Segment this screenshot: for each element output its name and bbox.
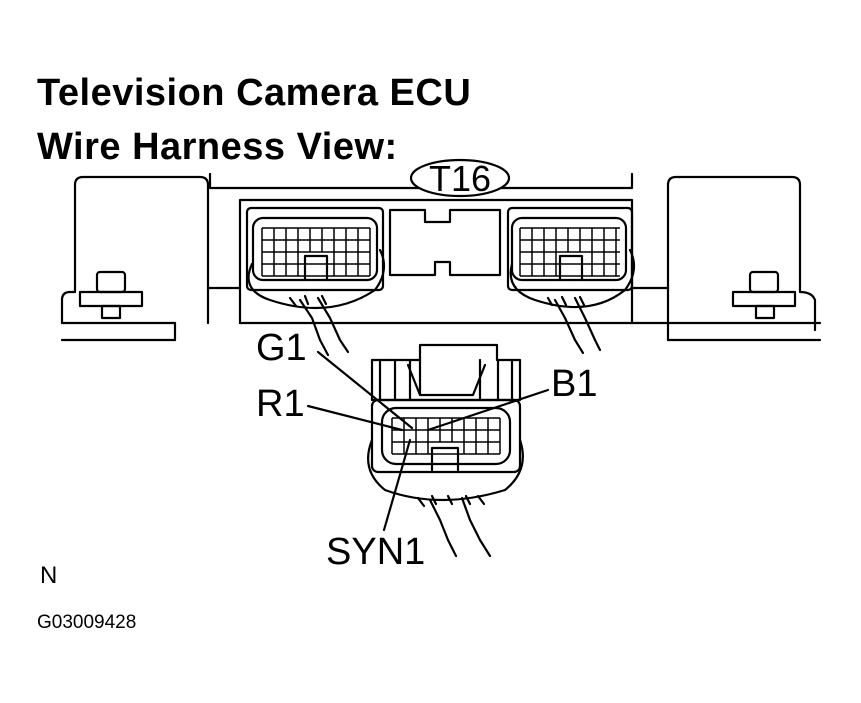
b1-leader-line [426, 388, 550, 432]
connector-code: T16 [429, 158, 491, 199]
pin-label-b1: B1 [551, 363, 597, 405]
harness-connector [367, 343, 524, 502]
harness-wires [416, 494, 492, 558]
pin-label-g1: G1 [256, 327, 307, 369]
pin-label-r1: R1 [256, 383, 305, 425]
right-ecu-connector [506, 206, 636, 309]
connector-code-tag: T16 [409, 158, 511, 199]
syn1-leader-line [382, 438, 412, 532]
figure-id: G03009428 [37, 612, 136, 633]
g1-leader-line [316, 350, 414, 430]
center-ecu-socket [388, 208, 502, 277]
r1-leader-line [306, 404, 404, 432]
ecu-harness-wires [288, 294, 602, 357]
right-mounting-bolt [731, 270, 797, 320]
left-mounting-bolt [78, 270, 144, 320]
orientation-mark: N [40, 562, 57, 589]
pin-label-syn1: SYN1 [326, 531, 425, 573]
diagram-title-line-1: Television Camera ECU [37, 72, 472, 114]
pin-leader-lines [306, 350, 550, 532]
left-ecu-connector [245, 206, 386, 310]
diagram-title-line-2: Wire Harness View: [37, 126, 398, 168]
